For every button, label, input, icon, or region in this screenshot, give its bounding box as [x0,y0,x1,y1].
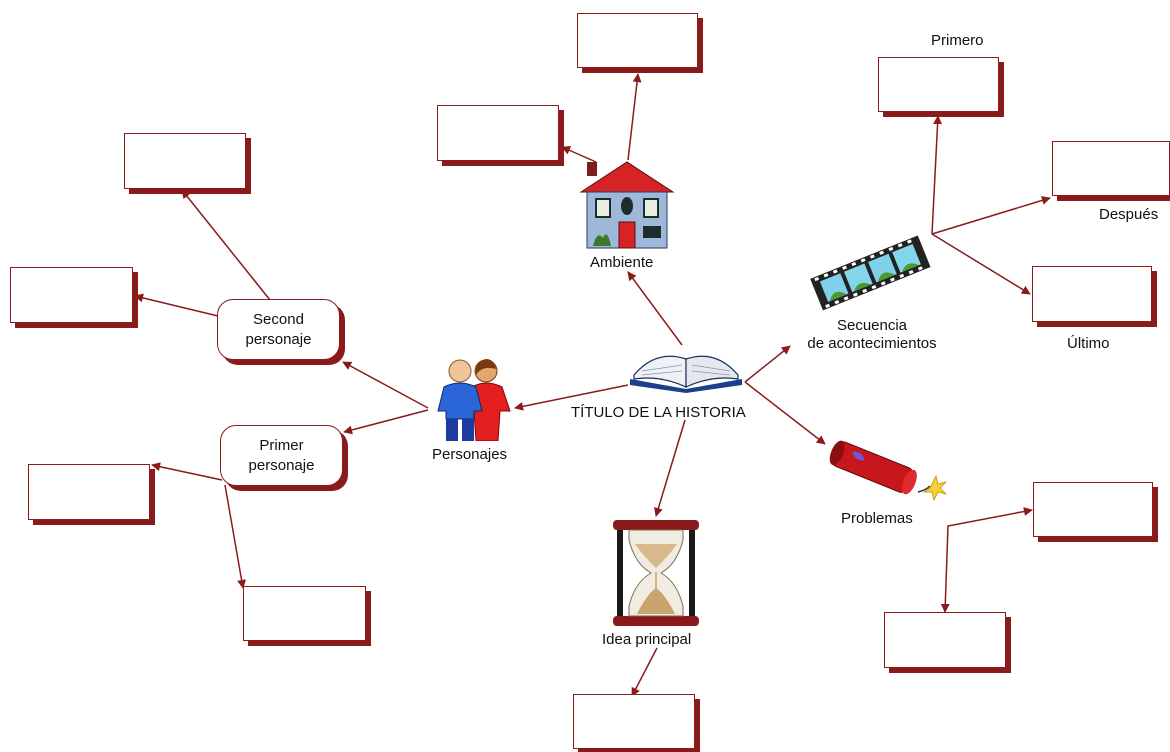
secuencia-label-line1: Secuencia [836,317,908,334]
house-icon [579,161,675,249]
problemas-box-right[interactable] [1033,482,1153,537]
idea-box[interactable] [573,694,695,749]
primer-box-bottom[interactable] [243,586,366,641]
label-ultimo: Último [1067,335,1110,352]
problemas-label: Problemas [841,510,913,527]
second-personaje-node[interactable]: Second personaje [217,299,340,360]
open-book-icon [630,355,742,393]
label-primero: Primero [931,32,984,49]
idea-label: Idea principal [602,631,692,648]
sequence-box-primero[interactable] [878,57,999,112]
primer-box-left[interactable] [28,464,150,520]
ambiente-box-top[interactable] [577,13,698,68]
primer-personaje-line2: personaje [248,456,315,474]
link-primer-box-left [151,462,223,481]
link-center-ambiente [627,271,683,346]
sequence-box-ultimo[interactable] [1032,266,1152,322]
link-seq-hub-ultimo [931,233,1031,295]
secuencia-label-line2: de acontecimientos [807,335,937,352]
ambiente-label: Ambiente [590,254,654,271]
link-problemas-boxes [940,507,1033,613]
film-strip-icon [810,235,931,311]
people-icon [437,359,511,441]
second-box-top[interactable] [124,133,246,189]
link-ambiente-box-b [561,146,597,163]
link-idea-box [631,647,658,697]
link-personajes-primer [343,409,429,435]
link-personajes-second [342,361,429,409]
sequence-box-despues[interactable] [1052,141,1170,196]
second-personaje-line1: Second [253,310,304,328]
story-title: TÍTULO DE LA HISTORIA [571,404,746,421]
link-center-problemas [744,381,826,445]
link-center-idea [654,419,686,517]
hourglass-icon [613,520,699,626]
problemas-box-bottom[interactable] [884,612,1006,668]
link-seq-hub-primero [931,115,943,235]
ambiente-box-left[interactable] [437,105,559,161]
personajes-label: Personajes [432,446,508,463]
link-second-box-top [181,189,271,301]
link-ambiente-box-a [627,73,642,161]
link-center-personajes [514,384,629,411]
primer-personaje-line1: Primer [259,436,304,454]
link-seq-hub-despues [931,196,1051,235]
primer-personaje-node[interactable]: Primer personaje [220,425,343,486]
secuencia-label: Secuencia de acontecimientos [797,317,947,353]
dynamite-icon [829,440,948,502]
label-despues: Después [1099,206,1159,223]
link-primer-box-bottom [224,484,247,589]
link-second-box-left [134,293,219,317]
second-box-left[interactable] [10,267,133,323]
link-center-secuencia [744,345,791,383]
second-personaje-line2: personaje [245,330,312,348]
